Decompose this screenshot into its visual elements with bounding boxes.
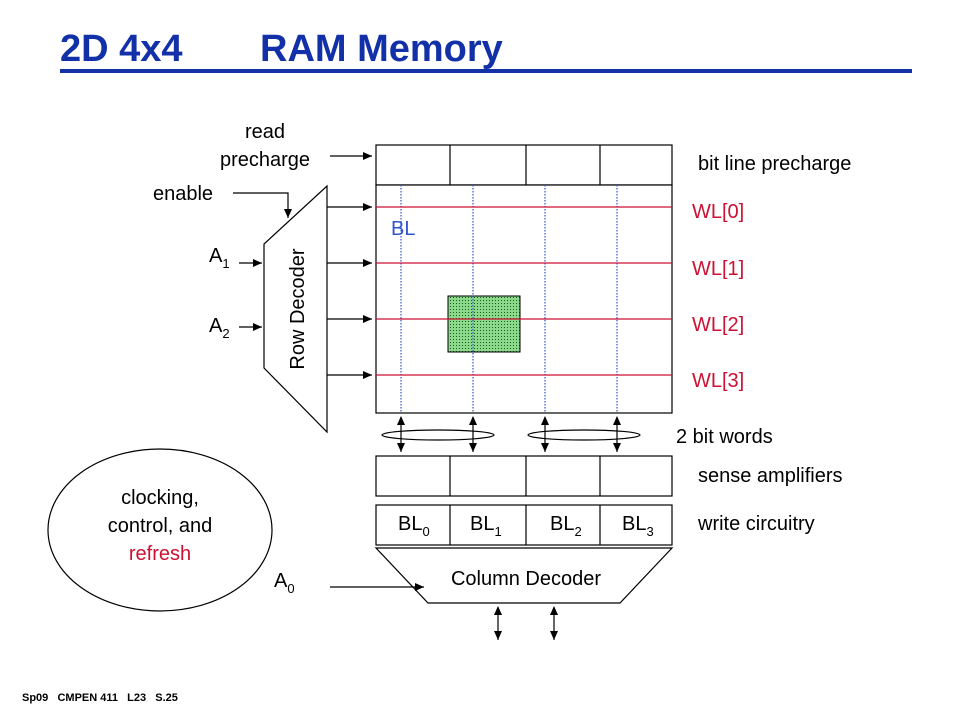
slide-title: 2D 4x4 RAM Memory [60,28,503,71]
word-line-label-0: WL[0] [692,201,744,223]
bit-line-labels: BL0 BL1 BL2 BL3 [398,513,654,539]
write-bit-line-label-0: BL0 [398,513,430,539]
column-decoder-label: Column Decoder [451,568,601,590]
precharge-label: precharge [220,149,310,171]
enable-arrow [233,192,292,218]
write-circuitry-label: write circuitry [697,513,815,535]
title-part-2: RAM Memory [260,28,503,70]
word-group-ellipse-0 [381,429,495,441]
clocking-label-2: control, and [108,515,213,537]
word-line-label-3: WL[3] [692,370,744,392]
slide-footer: Sp09 CMPEN 411 L23 S.25 [22,692,178,704]
word-line-label-1: WL[1] [692,258,744,280]
highlighted-cell [447,295,521,353]
word-line-label-2: WL[2] [692,314,744,336]
column-decoder-outputs [494,606,558,640]
sense-amplifiers-label: sense amplifiers [698,465,843,487]
a2-label: A2 [209,315,230,341]
clocking-label-3: refresh [129,543,191,565]
clocking-ellipse [47,448,273,612]
bit-line-precharge-label: bit line precharge [698,153,851,175]
word-line-labels: WL[0] WL[1] WL[2] WL[3] [692,201,744,392]
column-decoder [374,547,674,604]
sense-amplifiers [375,455,673,497]
two-bit-words-label: 2 bit words [676,426,773,448]
decoder-outputs [327,203,372,379]
enable-label: enable [153,183,213,205]
bitline-io-arrows [397,416,621,452]
precharge-row [375,144,673,186]
a0-label: A0 [274,570,295,596]
bl-label: BL [391,218,415,240]
title-part-1: 2D 4x4 [60,28,183,70]
row-decoder [263,184,328,434]
write-circuitry [375,504,673,546]
write-bit-line-label-3: BL3 [622,513,654,539]
clocking-label-1: clocking, [121,487,199,509]
word-lines [376,206,672,376]
row-decoder-label: Row Decoder [287,248,309,370]
write-bit-line-label-2: BL2 [550,513,582,539]
read-label: read [245,121,285,143]
a1-label: A1 [209,245,230,271]
write-bit-line-label-1: BL1 [470,513,502,539]
word-group-ellipse-1 [527,429,641,441]
memory-array [375,184,673,414]
